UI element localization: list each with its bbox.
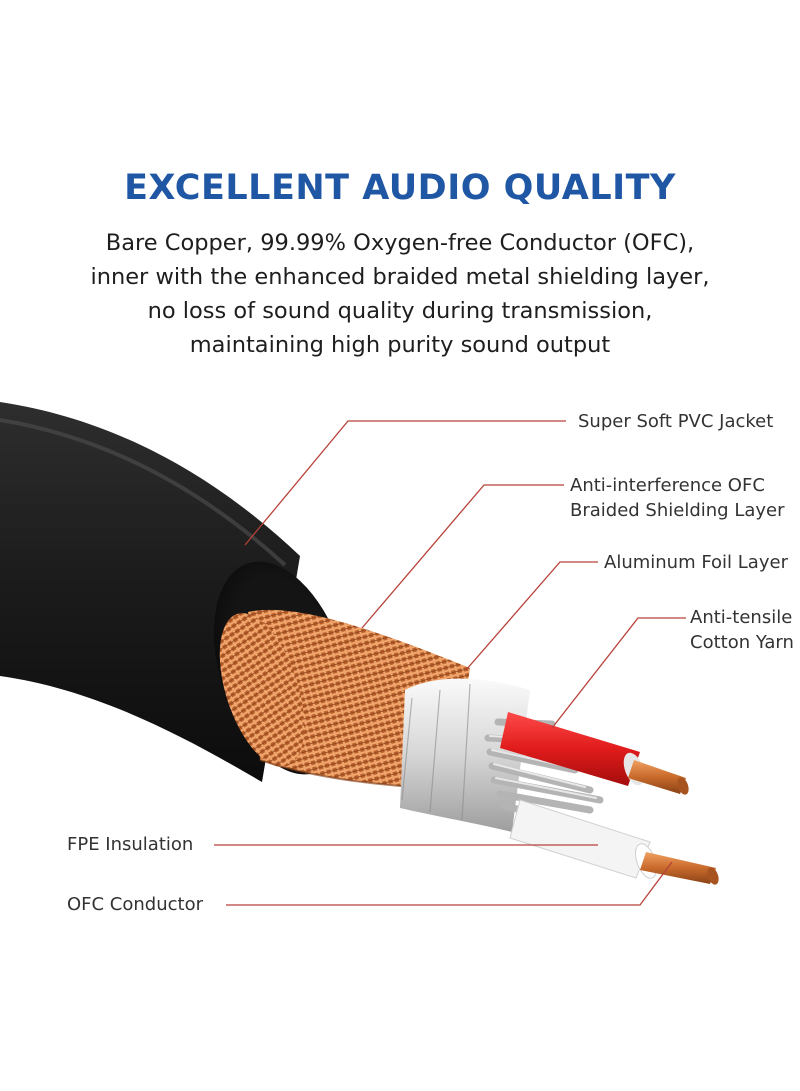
callout-conductor-label: OFC Conductor — [67, 894, 204, 915]
callout-insulation-label: FPE Insulation — [67, 834, 194, 855]
leader-lines — [214, 420, 686, 906]
callout-braid-line2: Braided Shielding Layer — [570, 500, 785, 521]
callout-braid: Anti-interference OFC Braided Shielding … — [570, 473, 785, 523]
callout-conductor: OFC Conductor — [67, 892, 203, 917]
white-wire — [509, 799, 719, 885]
callout-foil-label: Aluminum Foil Layer — [604, 552, 788, 573]
description-line: inner with the enhanced braided metal sh… — [90, 264, 710, 290]
description: Bare Copper, 99.99% Oxygen-free Conducto… — [40, 226, 760, 362]
leader-line-foil — [465, 561, 598, 671]
callout-insulation: FPE Insulation — [67, 832, 193, 857]
leader-line-conductor — [226, 861, 673, 906]
callout-yarn-line1: Anti-tensile — [690, 607, 793, 628]
description-line: Bare Copper, 99.99% Oxygen-free Conducto… — [105, 230, 695, 256]
page-heading: EXCELLENT AUDIO QUALITY — [124, 168, 676, 208]
callout-braid-line1: Anti-interference OFC — [570, 475, 765, 496]
callout-yarn-line2: Cotton Yarn — [690, 632, 794, 653]
leader-line-yarn — [551, 617, 686, 729]
callout-jacket-label: Super Soft PVC Jacket — [578, 411, 774, 432]
leader-line-jacket — [244, 420, 566, 546]
description-line: maintaining high purity sound output — [189, 332, 611, 358]
callout-yarn: Anti-tensile Cotton Yarn — [690, 605, 794, 655]
red-wire — [500, 712, 689, 795]
leader-line-braid — [361, 484, 564, 629]
callout-foil: Aluminum Foil Layer — [604, 550, 788, 575]
callout-jacket: Super Soft PVC Jacket — [578, 409, 773, 434]
description-line: no loss of sound quality during transmis… — [147, 298, 653, 324]
